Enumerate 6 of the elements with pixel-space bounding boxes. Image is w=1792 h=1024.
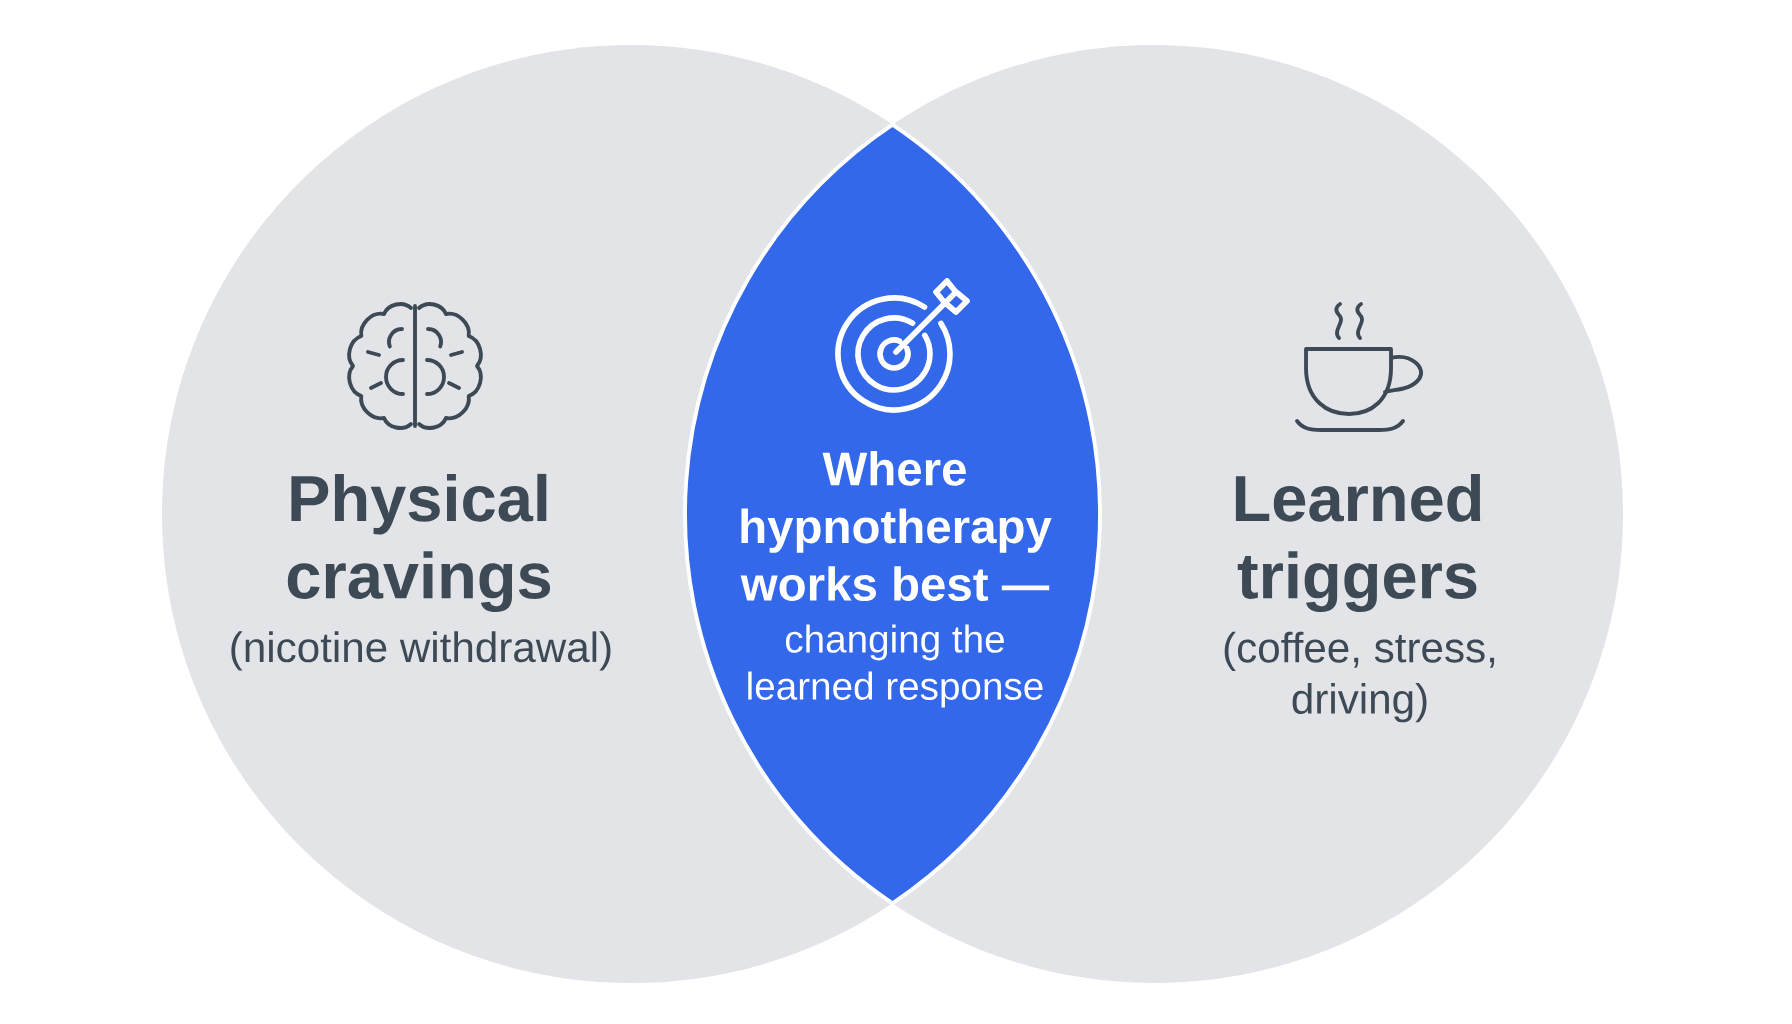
subheading: (coffee, stress, driving) <box>1224 631 1495 723</box>
heading: Physical cravings <box>287 473 551 613</box>
subheading: (nicotine withdrawal) <box>231 631 611 671</box>
heading: Where hypnotherapy works best — <box>740 450 1052 602</box>
heading: Learned triggers <box>1235 473 1481 613</box>
subheading: changing the learned response <box>748 624 1043 708</box>
